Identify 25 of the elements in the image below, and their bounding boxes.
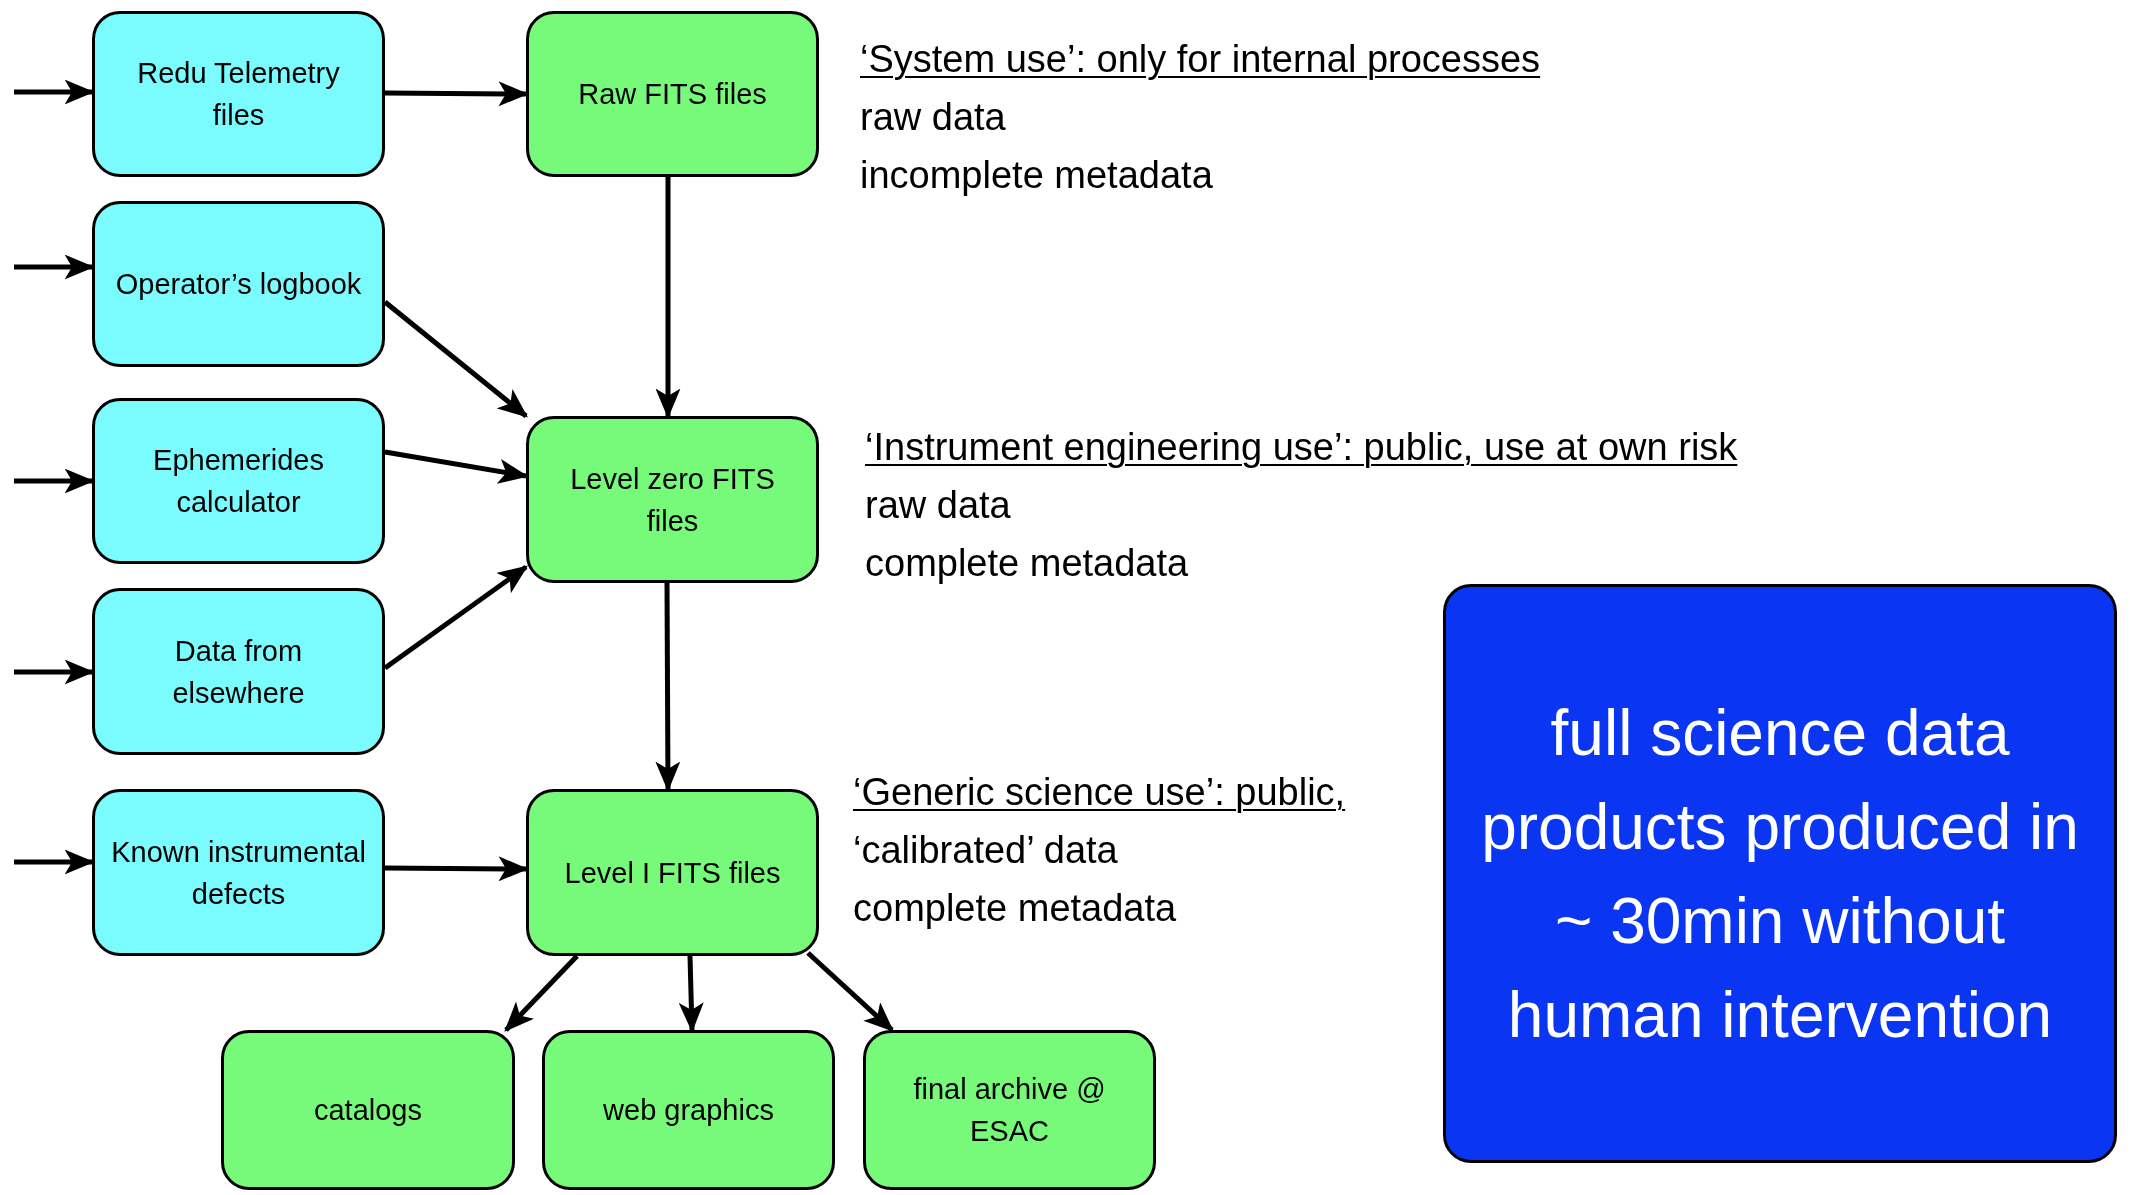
process-box: final archive @ ESAC bbox=[863, 1030, 1156, 1190]
note-text: raw data bbox=[860, 95, 1007, 140]
process-box: Operator’s logbook bbox=[92, 201, 385, 367]
process-box: Level I FITS files bbox=[526, 789, 819, 956]
process-box: Level zero FITS files bbox=[526, 416, 819, 583]
summary-box: full science data products produced in ~ 30min without human intervention bbox=[1443, 584, 2117, 1163]
note-text: raw data bbox=[865, 483, 1012, 528]
arrow bbox=[806, 951, 894, 1032]
arrow bbox=[383, 300, 528, 418]
process-box: Data from elsewhere bbox=[92, 588, 385, 755]
note-text: complete metadata bbox=[853, 886, 1178, 931]
process-box: Ephemerides calculator bbox=[92, 398, 385, 564]
process-box: Known instrumental defects bbox=[92, 789, 385, 956]
process-box: Raw FITS files bbox=[526, 11, 819, 177]
usage-heading: ‘System use’: only for internal processes bbox=[860, 37, 1541, 82]
note-text: incomplete metadata bbox=[860, 153, 1214, 198]
usage-heading: ‘Instrument engineering use’: public, use at own risk bbox=[865, 425, 1738, 470]
arrow bbox=[504, 954, 579, 1032]
arrow bbox=[383, 564, 529, 671]
process-box: catalogs bbox=[221, 1030, 515, 1190]
process-box: Redu Telemetry files bbox=[92, 11, 385, 177]
note-text: complete metadata bbox=[865, 541, 1190, 586]
usage-heading: ‘Generic science use’: public, bbox=[853, 770, 1346, 815]
process-box: web graphics bbox=[542, 1030, 835, 1190]
note-text: ‘calibrated’ data bbox=[853, 828, 1119, 873]
